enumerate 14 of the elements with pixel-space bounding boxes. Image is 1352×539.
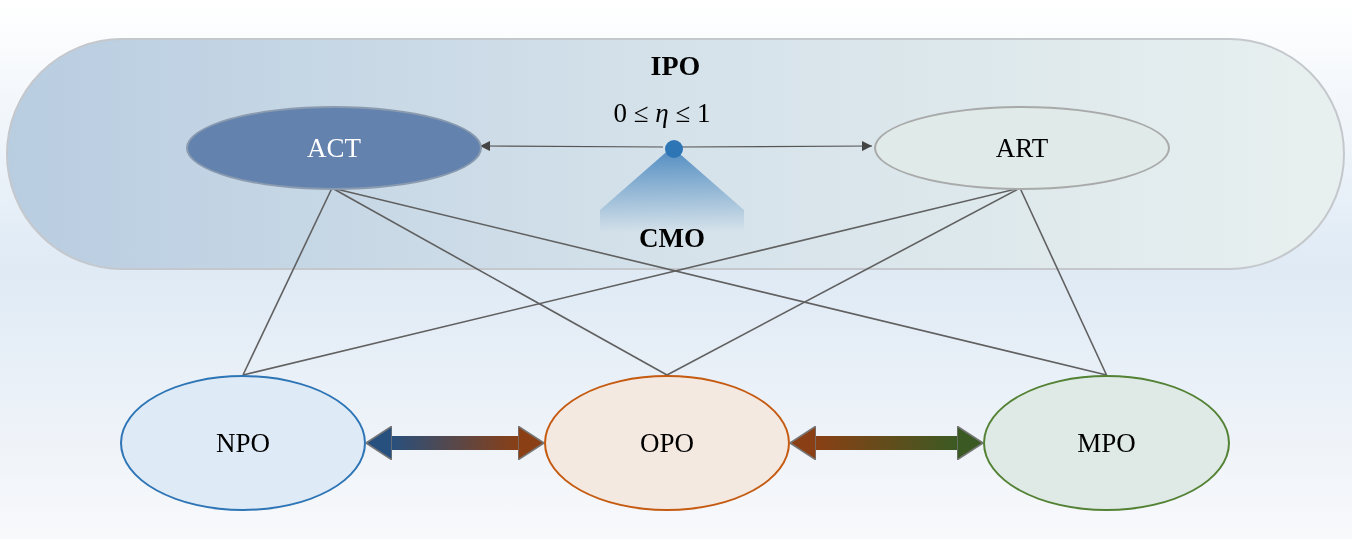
arrow bbox=[479, 141, 664, 152]
text-label: CMO bbox=[639, 225, 705, 252]
node-label: NPO bbox=[216, 429, 270, 457]
node-label: IPO bbox=[650, 52, 701, 80]
connector-line bbox=[242, 187, 333, 376]
node-label: ART bbox=[995, 134, 1049, 162]
node-label: ACT bbox=[307, 134, 361, 162]
node-label: MPO bbox=[1077, 429, 1136, 457]
double-arrow bbox=[365, 425, 545, 461]
node-caption: 0 ≤ η ≤ 1 bbox=[613, 100, 711, 127]
node-label: OPO bbox=[640, 429, 694, 457]
connector-line bbox=[1019, 187, 1108, 376]
double-arrow bbox=[789, 425, 984, 461]
arrow bbox=[680, 141, 873, 152]
